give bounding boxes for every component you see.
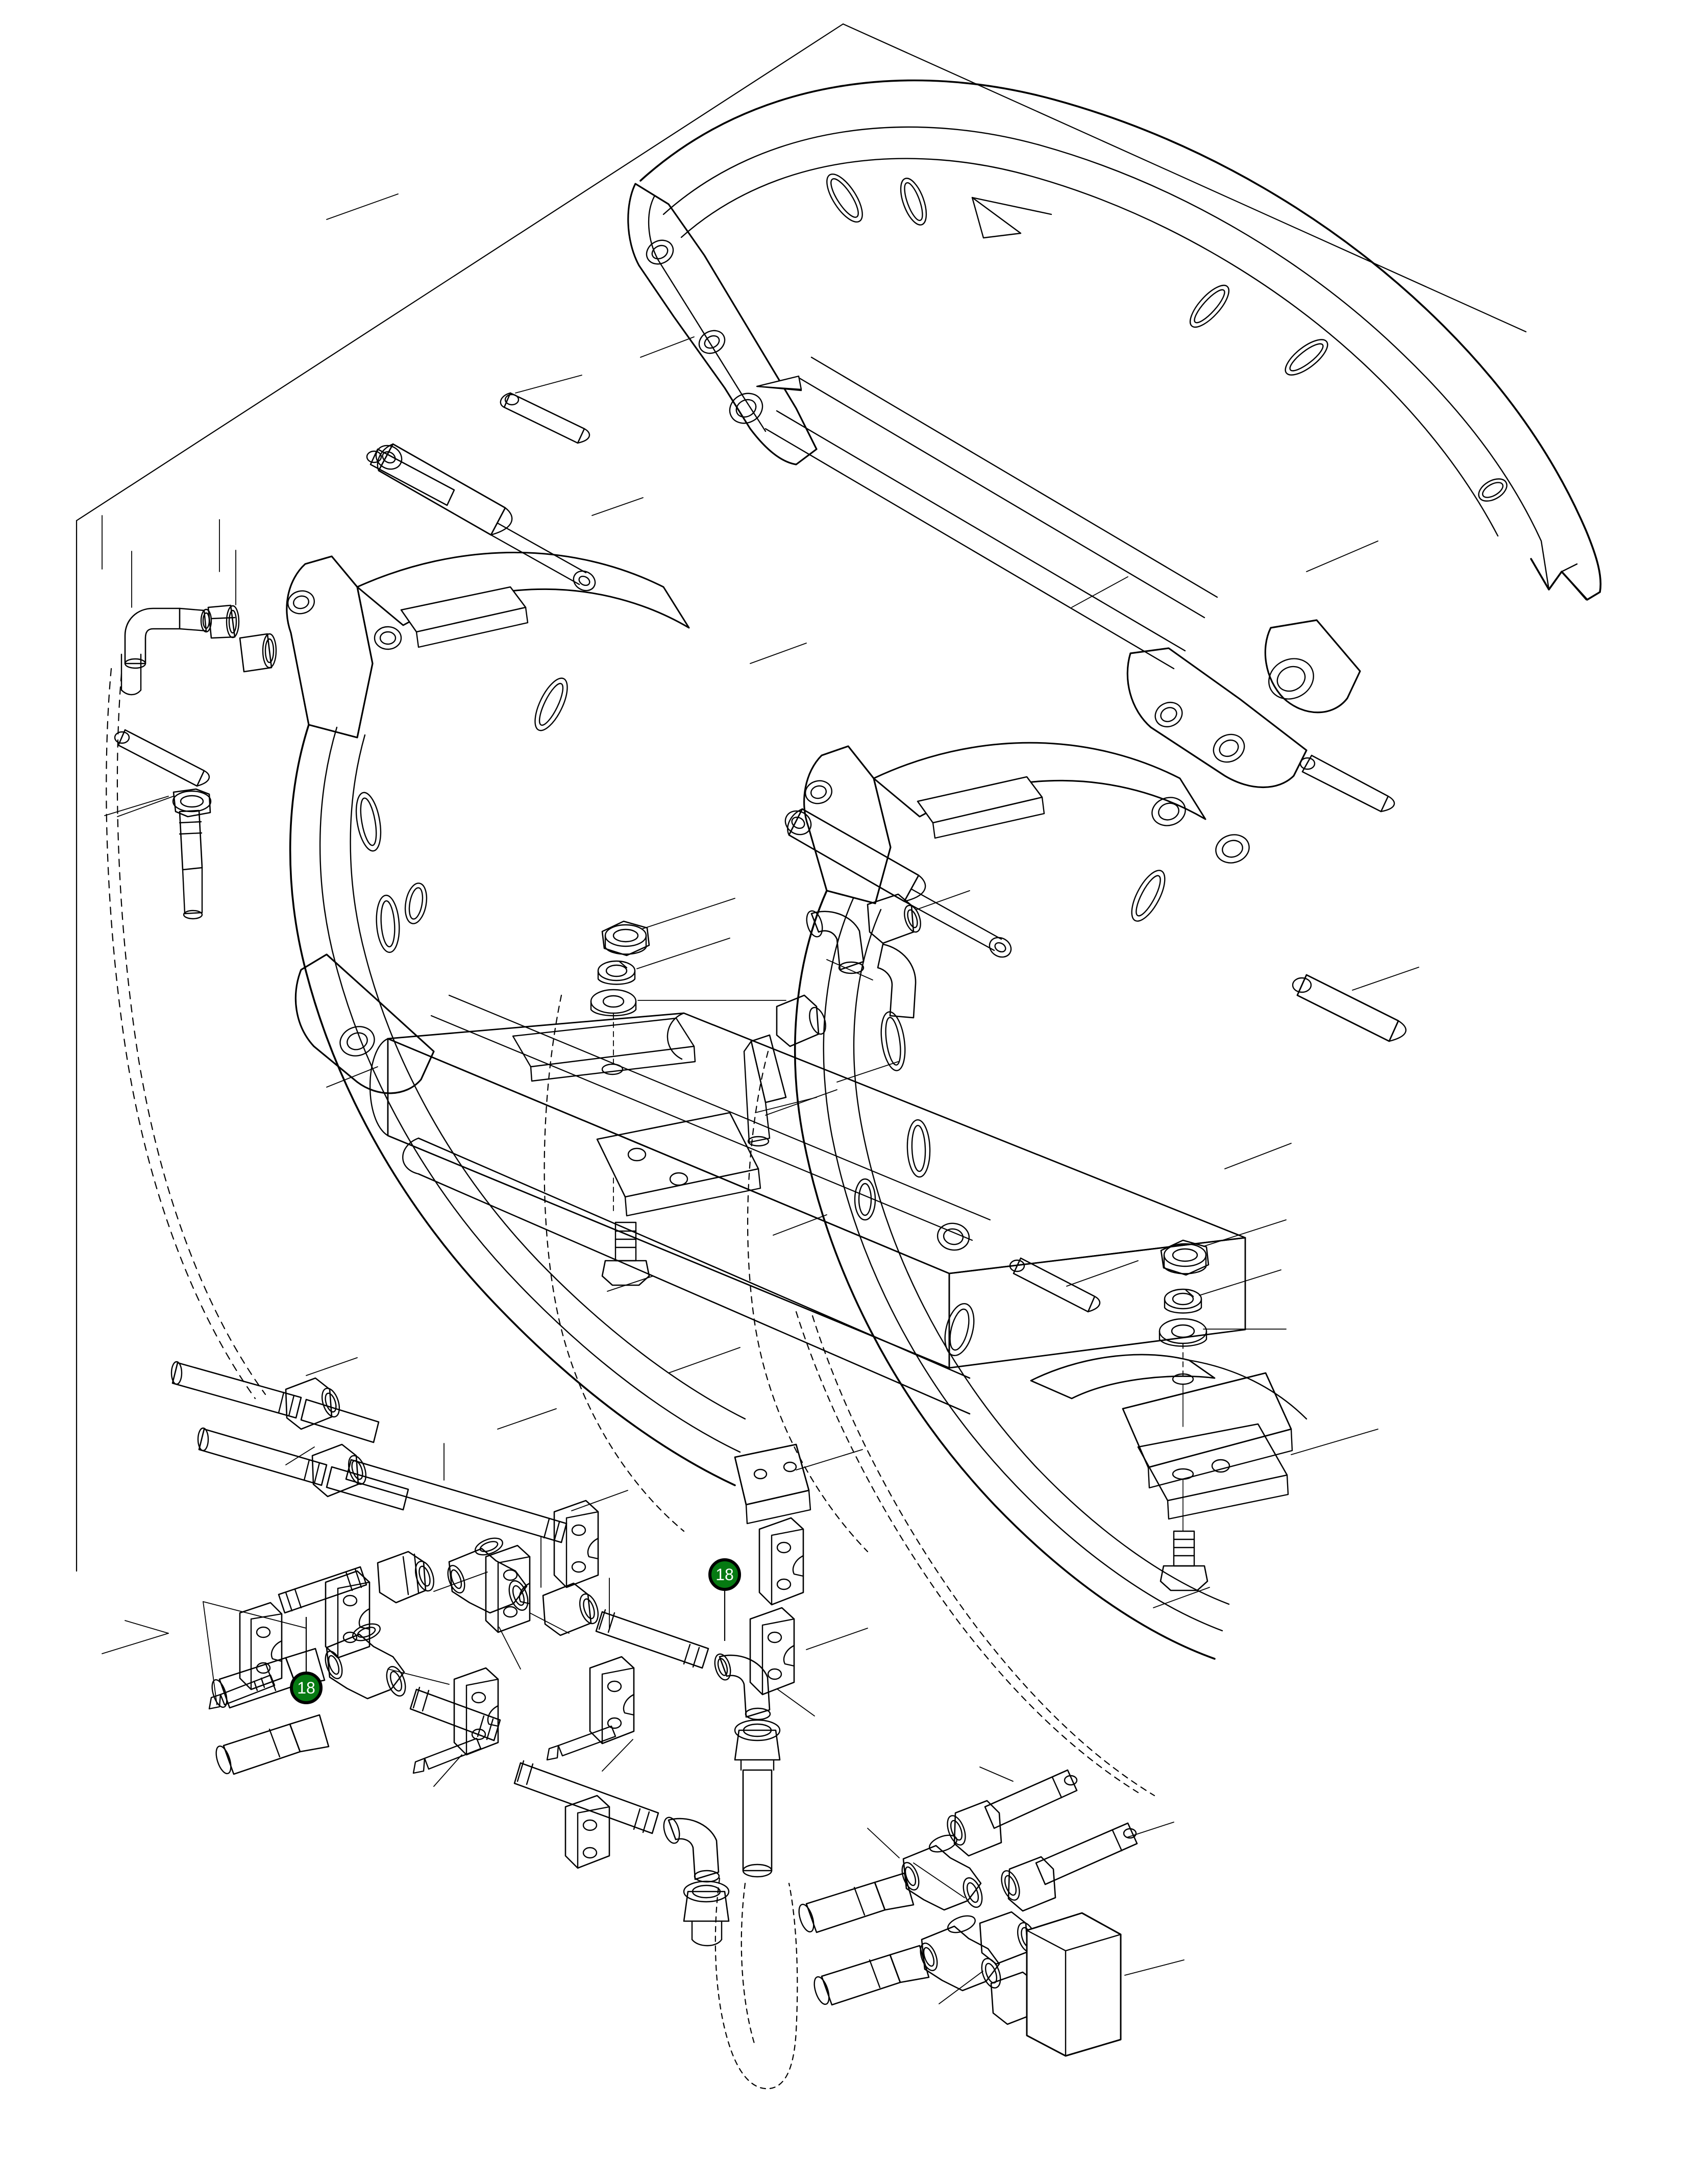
fastener-stack-right [1137, 1219, 1378, 1608]
leader-lines [102, 193, 1419, 1787]
hydraulic-fittings-bottom-right [798, 1766, 1185, 2057]
callout-leader-lines [305, 1591, 726, 1672]
lower-grapple-arm-assembly-right [734, 742, 1308, 1660]
fastener-stack-left [590, 898, 837, 1292]
pivot-pins [114, 392, 1407, 1313]
hydraulic-tubes-mid [743, 890, 970, 1147]
hydraulic-fittings-bottom [211, 1537, 781, 1947]
hydraulic-tubes-upper [170, 1357, 568, 1543]
hydraulic-fittings-left [104, 550, 277, 920]
upper-grapple-arm-assembly [627, 79, 1602, 788]
line-art-root [76, 23, 1602, 2090]
frame-boundary [76, 23, 1527, 1572]
hydraulic-hoses [106, 668, 1155, 2090]
callout-badge-18-left[interactable]: 18 [290, 1672, 323, 1704]
main-beam-frame [369, 994, 1246, 1415]
callout-badge-18-right[interactable]: 18 [708, 1558, 741, 1591]
lower-grapple-arm-assembly [286, 552, 746, 1486]
hose-clamp-blocks [208, 1500, 804, 1869]
hydraulic-cylinders [375, 443, 1012, 958]
